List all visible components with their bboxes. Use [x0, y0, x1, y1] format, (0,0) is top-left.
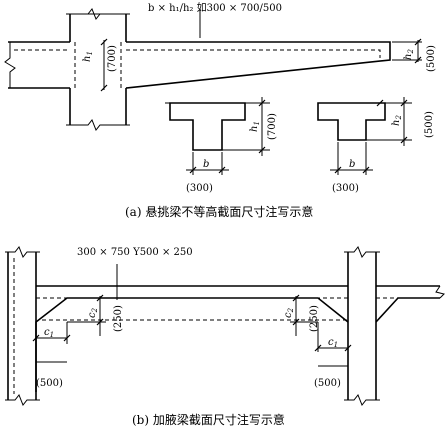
figure-b-haunched-beam: 300 × 750 Y500 × 250 c1 (500) c2 (250) [5, 246, 445, 427]
section-h2-value: (500) [424, 111, 435, 138]
h2-value: (500) [426, 45, 437, 72]
formula-leader: b × h₁/h₂ 如300 × 700/500 [148, 1, 282, 38]
haunched-beam-outline [35, 285, 445, 392]
section1-b-symbol: b [203, 159, 209, 170]
section2-b-symbol: b [349, 159, 355, 170]
t-section-h1: h1 (700) b (300) [165, 97, 278, 194]
figure-a-cantilever-beam: b × h₁/h₂ 如300 × 700/500 h1 (700) h2 (50… [4, 1, 437, 219]
section1-b-value: (300) [186, 183, 213, 194]
right-haunch-dimensions: c1 (500) c2 (250) [283, 294, 352, 389]
h2-symbol: h2 [403, 49, 415, 60]
right-column [344, 246, 380, 406]
svg-text:h2: h2 [391, 115, 403, 126]
left-c2-value: (250) [113, 305, 124, 332]
svg-text:c1: c1 [44, 327, 54, 339]
left-c1-value: (500) [36, 378, 63, 389]
h1-value: (700) [107, 45, 118, 72]
haunch-label-leader: 300 × 750 Y500 × 250 [77, 247, 193, 300]
h1-symbol: h1 [82, 51, 94, 62]
tapered-cantilever [125, 41, 391, 89]
right-c1-value: (500) [314, 378, 341, 389]
left-column [5, 246, 40, 406]
section-h1-value: (700) [267, 113, 278, 140]
right-c2-value: (250) [309, 305, 320, 332]
haunch-beam-label: 300 × 750 Y500 × 250 [77, 247, 193, 258]
h2-dimension-tip: h2 (500) [392, 38, 437, 72]
t-section-h2: h2 (500) b (300) [317, 97, 435, 194]
caption-a: (a) 悬挑梁不等高截面尺寸注写示意 [125, 204, 313, 219]
svg-text:h1: h1 [249, 121, 261, 132]
beam-size-formula: b × h₁/h₂ 如300 × 700/500 [148, 1, 282, 14]
caption-b: (b) 加腋梁截面尺寸注写示意 [132, 412, 285, 427]
left-beam-stub [4, 41, 70, 89]
svg-text:c1: c1 [328, 337, 338, 349]
h1-dimension-column: h1 (700) [82, 38, 118, 92]
support-column [66, 8, 130, 131]
section2-b-value: (300) [332, 183, 359, 194]
left-haunch-dimensions: c1 (500) c2 (250) [32, 294, 124, 389]
svg-text:c2: c2 [283, 307, 295, 318]
svg-text:c2: c2 [87, 307, 99, 318]
